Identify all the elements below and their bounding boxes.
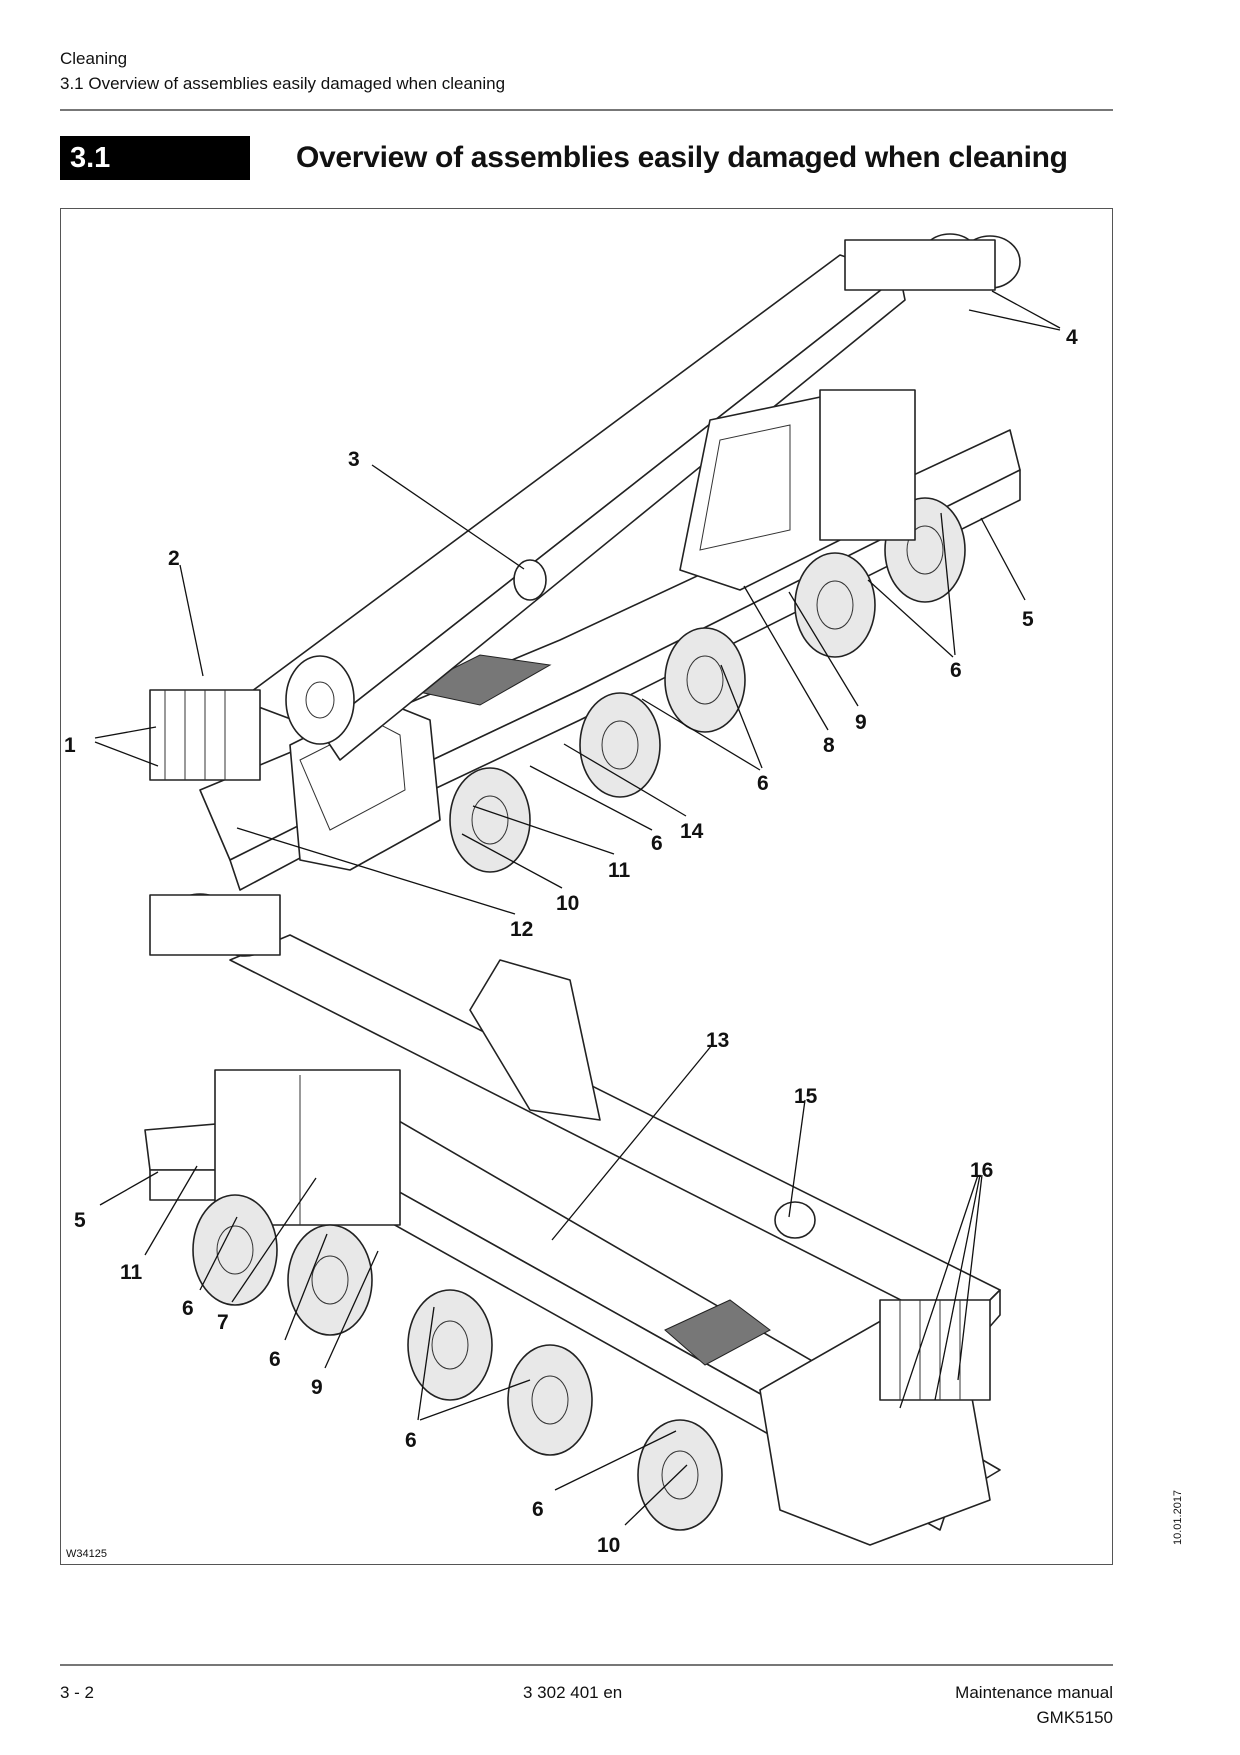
callouts-bottom: 13 15 16 5 11 6 7 6 9 6 6 10 bbox=[74, 1029, 993, 1557]
callout-6: 6 bbox=[651, 832, 663, 855]
callout-5: 5 bbox=[1022, 608, 1034, 631]
callout-9: 9 bbox=[311, 1376, 323, 1399]
callout-15: 15 bbox=[794, 1085, 818, 1108]
callout-11: 11 bbox=[608, 859, 631, 882]
callout-6: 6 bbox=[757, 772, 769, 795]
bottom-crane-drawing bbox=[144, 893, 1001, 1546]
callout-6: 6 bbox=[405, 1429, 417, 1452]
running-header-section: 3.1 Overview of assemblies easily damage… bbox=[60, 74, 506, 93]
callout-13: 13 bbox=[706, 1029, 729, 1052]
figure-id: W34125 bbox=[66, 1548, 107, 1560]
leader-lines bbox=[94, 290, 1061, 1526]
page-number: 3 - 2 bbox=[60, 1683, 95, 1702]
callouts-top: 1 2 3 4 5 6 6 6 8 9 10 11 12 14 bbox=[64, 326, 1078, 941]
callout-10: 10 bbox=[597, 1534, 620, 1557]
crane-model: GMK5150 bbox=[1036, 1708, 1113, 1727]
section-number: 3.1 bbox=[60, 136, 250, 180]
callout-2: 2 bbox=[168, 547, 180, 570]
callout-1: 1 bbox=[64, 734, 76, 757]
revision-date: 10.01.2017 bbox=[1172, 1489, 1184, 1545]
callout-3: 3 bbox=[348, 448, 360, 471]
callout-10: 10 bbox=[556, 892, 579, 915]
callout-11: 11 bbox=[120, 1261, 143, 1284]
document-number: 3 302 401 en bbox=[523, 1683, 623, 1702]
callout-12: 12 bbox=[510, 918, 533, 941]
header-divider bbox=[60, 109, 1113, 111]
section-title: Overview of assemblies easily damaged wh… bbox=[296, 141, 1068, 174]
footer-divider bbox=[60, 1664, 1113, 1666]
callout-6: 6 bbox=[950, 659, 962, 682]
callout-16: 16 bbox=[970, 1159, 993, 1182]
figure-frame bbox=[60, 208, 1113, 1565]
callout-6: 6 bbox=[182, 1297, 194, 1320]
callout-14: 14 bbox=[680, 820, 704, 843]
callout-8: 8 bbox=[823, 734, 835, 757]
callout-6: 6 bbox=[532, 1498, 544, 1521]
callout-4: 4 bbox=[1066, 326, 1078, 349]
top-crane-drawing bbox=[149, 233, 1021, 891]
callout-6: 6 bbox=[269, 1348, 281, 1371]
callout-9: 9 bbox=[855, 711, 867, 734]
callout-5: 5 bbox=[74, 1209, 86, 1232]
callout-7: 7 bbox=[217, 1311, 229, 1334]
manual-title: Maintenance manual bbox=[955, 1683, 1113, 1702]
running-header-chapter: Cleaning bbox=[60, 49, 128, 68]
